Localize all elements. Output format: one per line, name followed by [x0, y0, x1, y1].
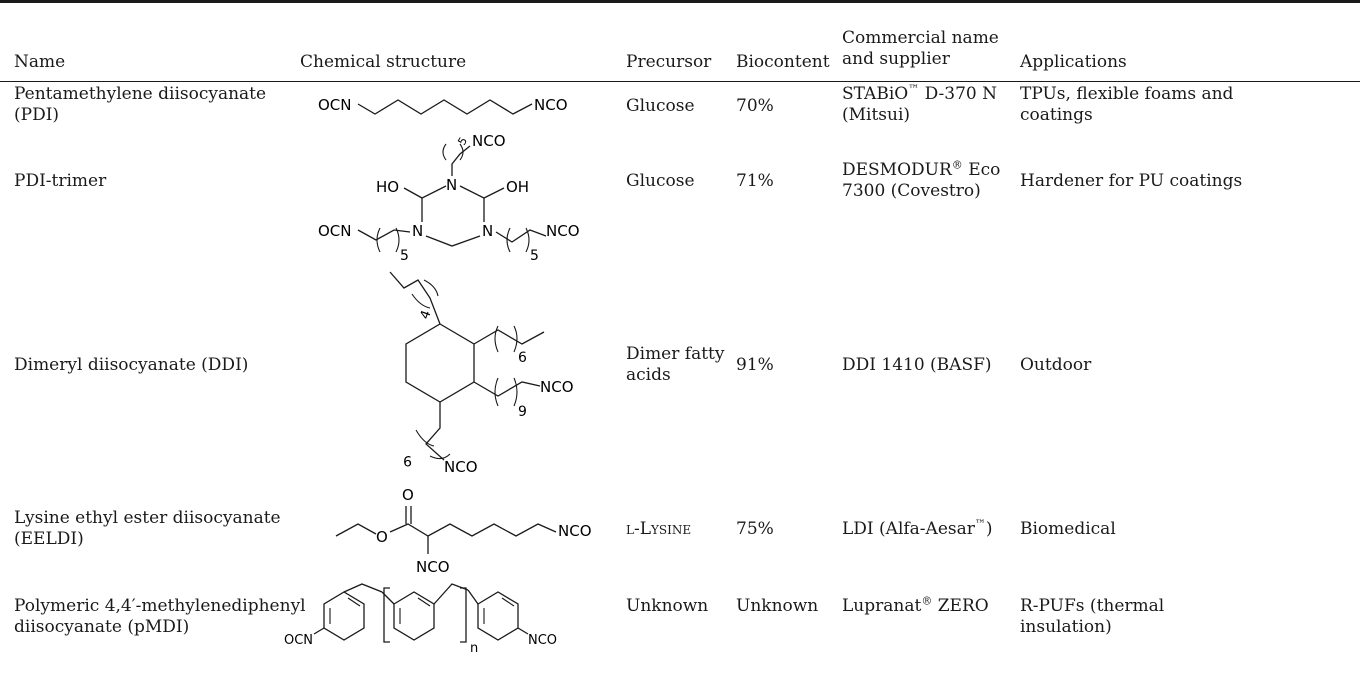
- row-commercial-line1: DDI 1410 (BASF): [842, 355, 992, 375]
- structure-label: NCO: [444, 458, 478, 476]
- header-biocontent: Biocontent: [736, 52, 830, 72]
- row-name-line1: Pentamethylene diisocyanate: [14, 84, 267, 104]
- row-precursor-line1: Dimer fatty: [626, 344, 725, 364]
- row-commercial-line2: 7300 (Covestro): [842, 181, 981, 201]
- structure-label: OH: [506, 178, 529, 196]
- row-name-line2: (PDI): [14, 105, 60, 125]
- pmdi-structure: OCN n NCO: [282, 582, 632, 658]
- row-commercial-line1: LDI (Alfa-Aesar™): [842, 517, 993, 539]
- structure-label: OCN: [318, 222, 352, 240]
- structure-label: NCO: [416, 558, 450, 576]
- row-biocontent: 70%: [736, 96, 774, 116]
- structure-label: 5: [530, 248, 539, 264]
- header-precursor: Precursor: [626, 52, 712, 72]
- row-commercial-line2: (Mitsui): [842, 105, 911, 125]
- structure-label: O: [402, 486, 414, 504]
- structure-label: OCN: [318, 96, 352, 114]
- header-commercial-line2: and supplier: [842, 49, 950, 69]
- row-applications-line1: TPUs, flexible foams and: [1020, 84, 1234, 104]
- structure-label: N: [482, 222, 493, 240]
- structure-label: 5: [455, 135, 470, 148]
- row-precursor: Glucose: [626, 171, 695, 191]
- row-commercial-line1: DESMODUR® Eco: [842, 158, 1001, 180]
- row-name-line1: Polymeric 4,4′-methylenediphenyl: [14, 596, 306, 616]
- row-applications-line2: coatings: [1020, 105, 1093, 125]
- row-precursor-line2: acids: [626, 365, 671, 385]
- pdi-trimer-structure: 5 NCO N N N HO OH OCN 5 5 NCO: [300, 124, 600, 268]
- row-name-line1: Dimeryl diisocyanate (DDI): [14, 355, 249, 375]
- row-name-line1: Lysine ethyl ester diisocyanate: [14, 508, 281, 528]
- structure-label: NCO: [540, 378, 574, 396]
- eeldi-structure: O O NCO NCO: [318, 484, 618, 584]
- structure-label: NCO: [558, 522, 592, 540]
- row-precursor: Glucose: [626, 96, 695, 116]
- row-applications-line1: R-PUFs (thermal: [1020, 596, 1165, 616]
- header-structure: Chemical structure: [300, 52, 467, 72]
- row-precursor: Unknown: [626, 596, 709, 616]
- structure-label: 4: [418, 308, 435, 321]
- structure-label: 9: [518, 404, 527, 420]
- row-applications-line1: Biomedical: [1020, 519, 1116, 539]
- row-biocontent: 71%: [736, 171, 774, 191]
- row-name-line2: (EELDI): [14, 529, 84, 549]
- structure-label: NCO: [472, 132, 506, 150]
- header-applications: Applications: [1020, 52, 1127, 72]
- structure-label: OCN: [284, 633, 313, 648]
- structure-label: 5: [400, 248, 409, 264]
- structure-label: NCO: [528, 633, 557, 648]
- row-name-line1: PDI-trimer: [14, 171, 107, 191]
- table-header: Name Chemical structure Precursor Biocon…: [0, 3, 1360, 80]
- row-applications-line1: Outdoor: [1020, 355, 1092, 375]
- header-rule: [0, 81, 1360, 82]
- row-name-line2: diisocyanate (pMDI): [14, 617, 190, 637]
- table-top-rule: [0, 0, 1360, 3]
- row-biocontent: Unknown: [736, 596, 819, 616]
- row-commercial-line1: Lupranat® ZERO: [842, 594, 989, 616]
- row-biocontent: 91%: [736, 355, 774, 375]
- structure-label: N: [412, 222, 423, 240]
- structure-label: HO: [376, 178, 399, 196]
- header-commercial-line1: Commercial name: [842, 28, 999, 48]
- structure-label: O: [376, 528, 388, 546]
- pdi-structure: OCN NCO: [300, 82, 600, 126]
- ddi-structure: 4 6 9 NCO 9 NCO: [330, 268, 590, 484]
- structure-label: n: [470, 641, 478, 654]
- row-applications-line1: Hardener for PU coatings: [1020, 171, 1243, 191]
- row-precursor: l-Lysine: [626, 519, 692, 539]
- row-biocontent: 75%: [736, 519, 774, 539]
- structure-label: N: [446, 176, 457, 194]
- structure-label: NCO: [546, 222, 580, 240]
- header-name: Name: [14, 52, 66, 72]
- structure-label: 6: [518, 350, 527, 366]
- row-applications-line2: insulation): [1020, 617, 1112, 637]
- structure-label: 9: [403, 452, 412, 468]
- row-commercial-line1: STABiO™ D-370 N: [842, 82, 998, 104]
- structure-label: NCO: [534, 96, 568, 114]
